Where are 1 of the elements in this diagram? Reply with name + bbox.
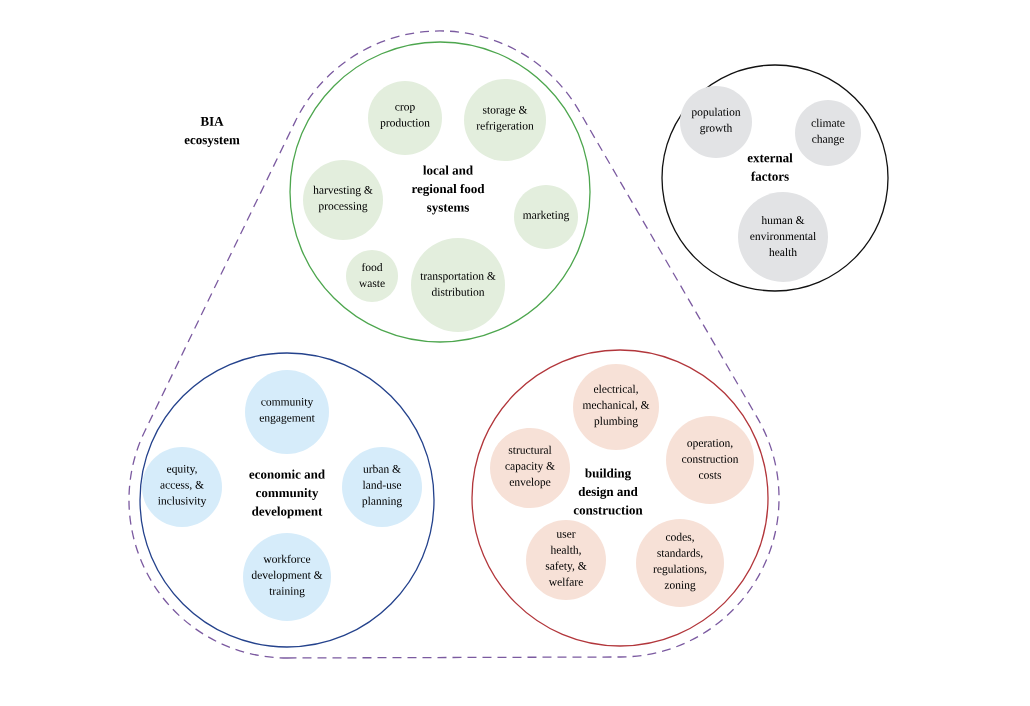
heading: BIA ecosystem	[184, 117, 240, 147]
